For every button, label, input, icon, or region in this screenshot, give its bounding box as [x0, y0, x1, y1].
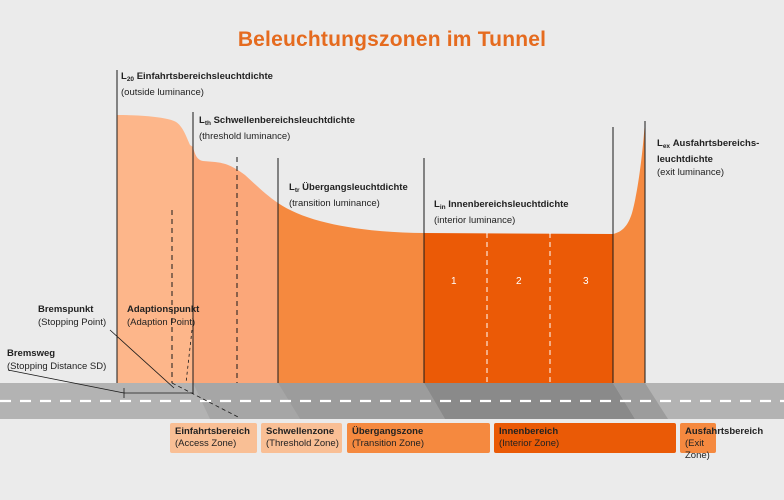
stopping-point-title: Bremspunkt: [38, 304, 94, 315]
access-zone-fill: [117, 115, 193, 383]
zone-exit-title: Ausfahrtsbereich: [685, 426, 764, 437]
stopping-point-english: (Stopping Point): [38, 317, 107, 328]
zone-threshold: Schwellenzone (Threshold Zone): [261, 423, 342, 453]
zone-interior-title: Innenbereich: [499, 426, 559, 437]
zone-access-english: (Access Zone): [175, 438, 237, 449]
lex-title-line1: Ausfahrtsbereichs-: [672, 138, 760, 149]
stopping-distance-diagonal: [171, 382, 241, 419]
threshold-zone-fill: [193, 147, 278, 383]
stopping-point-label: Bremspunkt (Stopping Point): [38, 303, 106, 329]
transition-zone-fill: [278, 203, 424, 383]
ltr-title: Übergangsleuchtdichte: [302, 182, 408, 193]
zone-access: Einfahrtsbereich (Access Zone): [170, 423, 257, 453]
lin-english: (interior luminance): [434, 215, 516, 226]
ltr-label: Ltr Übergangsleuchtdichte (transition lu…: [289, 181, 408, 210]
ltr-english: (transition luminance): [289, 198, 380, 209]
l20-symbol: L: [121, 71, 127, 82]
stopping-distance-english: (Stopping Distance SD): [7, 361, 107, 372]
lex-label: Lex Ausfahrtsbereichs- leuchtdichte (exi…: [657, 137, 759, 179]
zone-exit-english: (Exit Zone): [685, 438, 710, 461]
page-title: Beleuchtungszonen im Tunnel: [237, 28, 547, 51]
adaption-point-label: Adaptionspunkt (Adaption Point): [127, 303, 199, 329]
exit-zone-fill: [613, 121, 645, 383]
zone-threshold-title: Schwellenzone: [266, 426, 335, 437]
stopping-point-leader: [109, 329, 175, 389]
zone-access-title: Einfahrtsbereich: [175, 426, 250, 437]
stopping-distance-label: Bremsweg (Stopping Distance SD): [7, 347, 106, 373]
lin-label: Lin Innenbereichsleuchtdichte (interior …: [434, 198, 569, 227]
ltr-symbol: L: [289, 182, 295, 193]
lth-symbol: L: [199, 115, 205, 126]
zone-interior-english: (Interior Zone): [499, 438, 560, 449]
lth-title: Schwellenbereichsleuchtdichte: [213, 115, 356, 126]
interior-zone-fill: [424, 233, 613, 383]
lin-title: Innenbereichsleuchtdichte: [448, 199, 569, 210]
interior-subzone-3: 3: [583, 276, 589, 287]
lth-subscript: th: [204, 120, 211, 127]
l20-english: (outside luminance): [121, 87, 204, 98]
zone-transition-english: (Transition Zone): [352, 438, 424, 449]
ltr-subscript: tr: [294, 187, 300, 194]
interior-subzone-1: 1: [451, 276, 457, 287]
l20-title: Einfahrtsbereichsleuchtdichte: [136, 71, 273, 82]
interior-subzone-2: 2: [516, 276, 522, 287]
l20-subscript: 20: [126, 76, 135, 83]
lin-symbol: L: [434, 199, 440, 210]
lth-label: Lth Schwellenbereichsleuchtdichte (thres…: [199, 114, 355, 143]
lex-subscript: ex: [662, 143, 671, 150]
adaption-point-title: Adaptionspunkt: [127, 304, 200, 315]
l20-label: L20 Einfahrtsbereichsleuchtdichte (outsi…: [121, 70, 273, 99]
adaption-point-leader: [185, 329, 193, 384]
lex-english: (exit luminance): [657, 167, 725, 178]
zone-transition-title: Übergangszone: [352, 426, 424, 437]
zone-threshold-english: (Threshold Zone): [266, 438, 339, 449]
lth-english: (threshold luminance): [199, 131, 291, 142]
zone-exit: Ausfahrtsbereich (Exit Zone): [680, 423, 763, 461]
lex-title-line2: leuchtdichte: [657, 154, 713, 165]
lin-subscript: in: [439, 204, 446, 211]
stopping-distance-title: Bremsweg: [7, 348, 56, 359]
zone-interior: Innenbereich (Interior Zone): [494, 423, 676, 453]
zone-transition: Übergangszone (Transition Zone): [347, 423, 490, 453]
adaption-point-english: (Adaption Point): [127, 317, 196, 328]
lex-symbol: L: [657, 138, 663, 149]
stopping-distance-line: [7, 369, 125, 394]
